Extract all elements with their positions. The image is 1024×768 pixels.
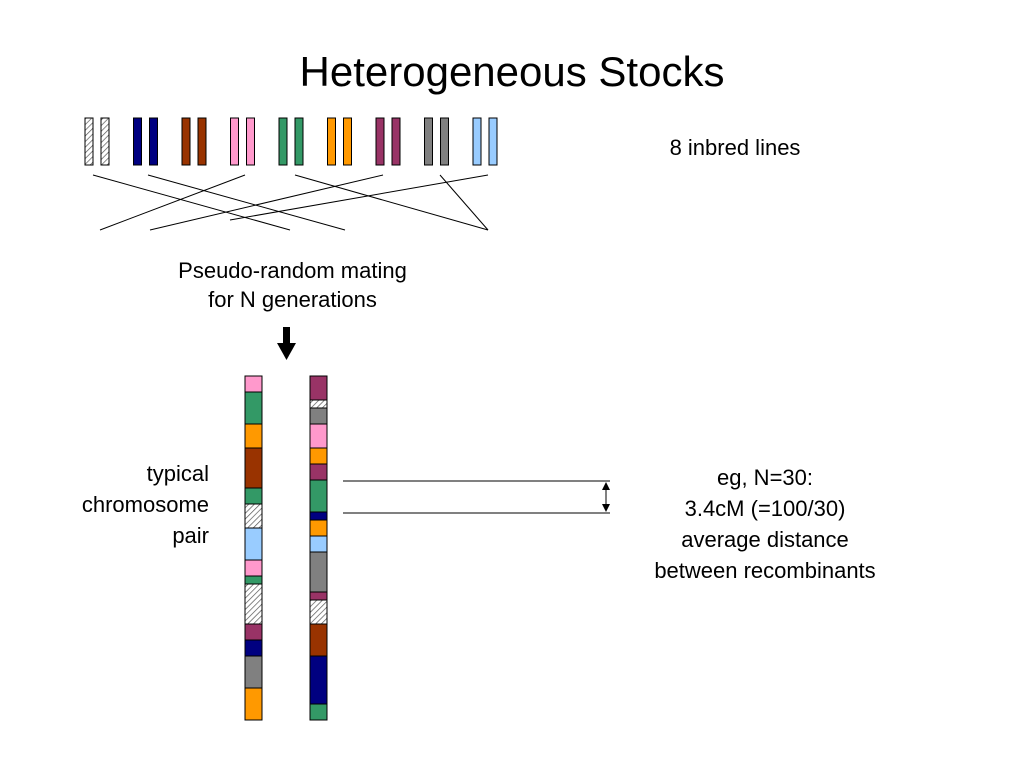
chromosome-segment-lightblue	[244, 527, 263, 561]
chromosome-segment-hatched	[309, 399, 328, 409]
inbred-chromosome-hatched	[100, 117, 110, 166]
chromosome-left	[244, 375, 263, 721]
pair-label-line-2: chromosome	[81, 492, 209, 517]
inbred-chromosome-gray	[440, 117, 449, 166]
inbred-chromosome-gray	[424, 117, 433, 166]
chromosome-segment-green	[244, 575, 263, 585]
chromosome-segment-orange	[244, 423, 263, 449]
chromosome-pair-label: typical chromosome pair	[40, 458, 209, 551]
recombinant-distance-marker	[343, 480, 610, 514]
chromosome-segment-gray	[309, 407, 328, 425]
chromosome-segment-orange	[309, 519, 328, 537]
chromosome-segment-green	[244, 487, 263, 505]
inbred-chromosome-orange	[327, 117, 336, 166]
cross-line	[229, 174, 489, 221]
chromosome-segment-hatched	[244, 503, 263, 529]
inbred-chromosome-pink	[230, 117, 239, 166]
inbred-chromosome-pink	[246, 117, 255, 166]
cross-line	[149, 174, 384, 231]
page-title: Heterogeneous Stocks	[299, 48, 725, 95]
inbred-chromosome-orange	[343, 117, 352, 166]
inbred-chromosome-green	[278, 117, 288, 166]
mating-label-line-1: Pseudo-random mating	[178, 258, 407, 283]
inbred-chromosome-green	[294, 117, 304, 166]
chromosome-segment-pink	[309, 423, 328, 449]
pair-label-line-1: typical	[146, 461, 209, 486]
chromosome-segment-lightblue	[309, 535, 328, 553]
inbred-chromosome-brown	[181, 117, 191, 166]
inbred-chromosome-navy	[149, 117, 158, 166]
inbred-chromosome-lightblue	[472, 117, 482, 166]
example-label-line-1: eg, N=30:	[716, 465, 813, 490]
chromosome-segment-orange	[244, 687, 263, 721]
cross-line	[92, 174, 291, 231]
chromosome-segment-pink	[244, 375, 263, 393]
cross-line	[439, 174, 489, 231]
inbred-chromosome-brown	[197, 117, 207, 166]
chromosome-right	[309, 375, 328, 721]
chromosome-segment-green	[309, 479, 328, 513]
chromosome-segment-plum	[309, 591, 328, 601]
inbred-chromosome-navy	[133, 117, 142, 166]
chromosome-segment-gray	[244, 655, 263, 689]
down-arrow	[277, 327, 296, 360]
chromosome-segment-navy	[244, 639, 263, 657]
inbred-lines	[84, 117, 498, 166]
pair-label-line-3: pair	[172, 523, 209, 548]
chromosome-segment-plum	[309, 375, 328, 401]
chromosome-segment-pink	[244, 559, 263, 577]
example-label-line-2: 3.4cM (=100/30)	[684, 496, 846, 521]
example-label-line-3: average distance	[681, 527, 849, 552]
chromosome-segment-green	[244, 391, 263, 425]
mating-label: Pseudo-random mating for N generations	[150, 256, 435, 314]
inbred-lines-label: 8 inbred lines	[669, 135, 801, 160]
chromosome-segment-hatched	[244, 583, 263, 625]
inbred-chromosome-plum	[391, 117, 401, 166]
inbred-chromosome-lightblue	[488, 117, 498, 166]
chromosome-segment-brown	[244, 447, 263, 489]
chromosome-segment-green	[309, 703, 328, 721]
mating-cross-lines	[92, 174, 489, 231]
chromosome-segment-gray	[309, 551, 328, 593]
chromosome-segment-brown	[309, 623, 328, 657]
chromosome-segment-plum	[309, 463, 328, 481]
chromosome-segment-hatched	[309, 599, 328, 625]
cross-line	[147, 174, 346, 231]
mating-label-line-2: for N generations	[208, 287, 377, 312]
cross-line	[99, 174, 246, 231]
chromosome-segment-navy	[309, 511, 328, 521]
chromosome-segment-plum	[244, 623, 263, 641]
inbred-chromosome-hatched	[84, 117, 94, 166]
inbred-chromosome-plum	[375, 117, 385, 166]
example-label-line-4: between recombinants	[654, 558, 876, 583]
example-label: eg, N=30: 3.4cM (=100/30) average distan…	[620, 462, 910, 586]
chromosome-segment-orange	[309, 447, 328, 465]
chromosome-segment-navy	[309, 655, 328, 705]
cross-line	[294, 174, 489, 231]
